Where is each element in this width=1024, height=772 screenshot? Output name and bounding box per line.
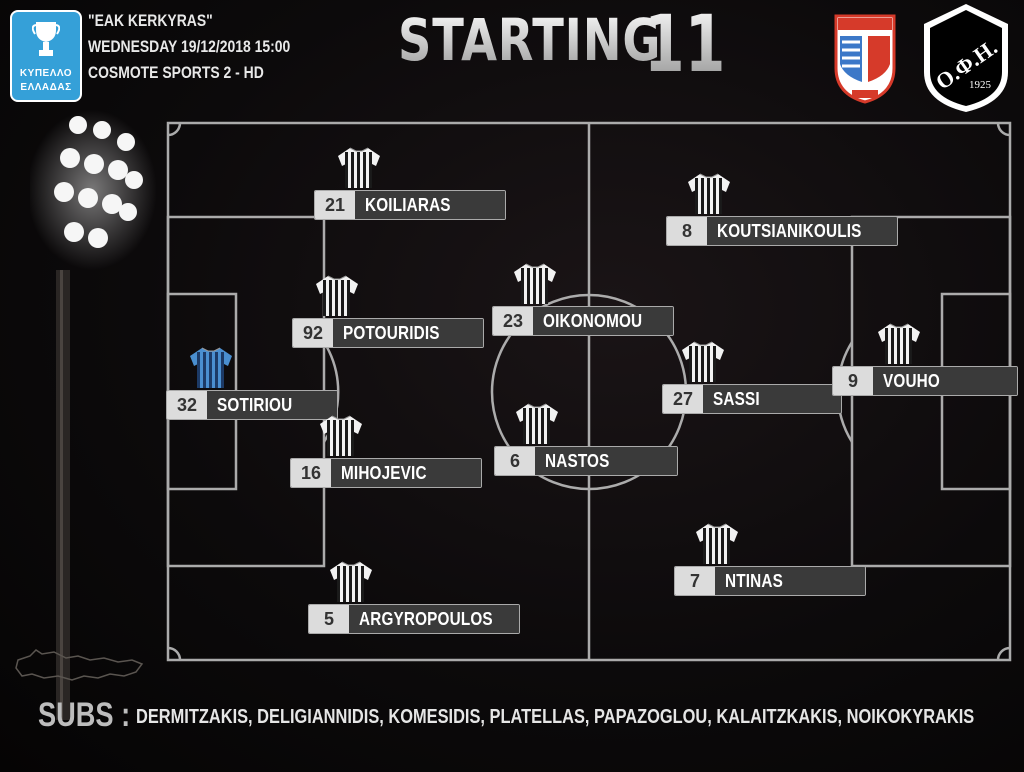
home-club-crest: [834, 14, 896, 104]
broadcast-channel: COSMOTE SPORTS 2 - HD: [88, 63, 264, 82]
title-word: STARTING: [398, 6, 662, 74]
jersey-icon: [314, 274, 360, 318]
player-tag: 9 VOUHO: [832, 366, 1018, 396]
player-name: SASSI: [713, 388, 760, 409]
player-name: KOILIARAS: [365, 194, 451, 215]
crete-map-outline: [15, 649, 144, 681]
player-tag: 7 NTINAS: [674, 566, 866, 596]
player-tag: 21 KOILIARAS: [314, 190, 506, 220]
player-number: 6: [495, 447, 535, 475]
player-tag: 6 NASTOS: [494, 446, 678, 476]
jersey-icon: [512, 262, 558, 306]
player-name: OIKONOMOU: [543, 310, 643, 331]
subs-label: SUBS :: [38, 696, 131, 734]
ofi-crest: Ο.Φ.Η. 1925: [924, 4, 1008, 112]
player-card: 32 SOTIRIOU: [166, 346, 366, 426]
page-title: STARTING 11: [398, 0, 727, 90]
player-card: 92 POTOURIDIS: [292, 274, 492, 354]
player-tag: 8 KOUTSIANIKOULIS: [666, 216, 898, 246]
player-tag: 27 SASSI: [662, 384, 842, 414]
player-card: 8 KOUTSIANIKOULIS: [666, 172, 898, 252]
player-number: 16: [291, 459, 331, 487]
match-datetime: WEDNESDAY 19/12/2018 15:00: [88, 37, 291, 56]
jersey-icon: [680, 340, 726, 384]
player-card: 21 KOILIARAS: [314, 146, 514, 226]
jersey-icon: [686, 172, 732, 216]
player-name: NTINAS: [725, 570, 783, 591]
player-name: NASTOS: [545, 450, 610, 471]
title-number: 11: [644, 0, 726, 90]
player-card: 27 SASSI: [662, 340, 862, 420]
jersey-icon: [328, 560, 374, 604]
player-number: 5: [309, 605, 349, 633]
player-number: 92: [293, 319, 333, 347]
player-card: 9 VOUHO: [832, 322, 1024, 402]
player-tag: 16 MIHOJEVIC: [290, 458, 482, 488]
player-number: 21: [315, 191, 355, 219]
player-card: 6 NASTOS: [494, 402, 694, 482]
trophy-icon: [32, 22, 60, 56]
player-tag: 23 OIKONOMOU: [492, 306, 674, 336]
jersey-icon: [318, 414, 364, 458]
player-card: 7 NTINAS: [674, 522, 874, 602]
match-info: "EAK KERKYRAS" WEDNESDAY 19/12/2018 15:0…: [88, 8, 335, 86]
subs-list: DERMITZAKIS, DELIGIANNIDIS, KOMESIDIS, P…: [136, 706, 975, 728]
jersey-icon: [336, 146, 382, 190]
player-tag: 92 POTOURIDIS: [292, 318, 484, 348]
player-name: SOTIRIOU: [217, 394, 293, 415]
player-name: KOUTSIANIKOULIS: [717, 220, 862, 241]
floodlight-image: [30, 110, 157, 720]
player-number: 9: [833, 367, 873, 395]
player-tag: 5 ARGYROPOULOS: [308, 604, 520, 634]
cup-logo-text-bottom: ΕΛΛΑΔΑΣ: [20, 82, 72, 93]
jersey-icon: [876, 322, 922, 366]
player-card: 16 MIHOJEVIC: [290, 414, 490, 494]
player-number: 23: [493, 307, 533, 335]
jersey-icon: [514, 402, 560, 446]
goalkeeper-jersey-icon: [188, 346, 234, 390]
player-number: 8: [667, 217, 707, 245]
player-name: POTOURIDIS: [343, 322, 440, 343]
ofi-crest-year: 1925: [969, 79, 992, 91]
player-number: 7: [675, 567, 715, 595]
player-card: 23 OIKONOMOU: [492, 262, 692, 342]
jersey-icon: [694, 522, 740, 566]
player-number: 32: [167, 391, 207, 419]
player-name: MIHOJEVIC: [341, 462, 427, 483]
player-tag: 32 SOTIRIOU: [166, 390, 338, 420]
player-name: ARGYROPOULOS: [359, 608, 493, 629]
greek-cup-logo: ΚΥΠΕΛΛΟ ΕΛΛΑΔΑΣ: [10, 10, 82, 102]
player-card: 5 ARGYROPOULOS: [308, 560, 520, 640]
player-name: VOUHO: [883, 370, 940, 391]
opponent-name: "EAK KERKYRAS": [88, 11, 213, 30]
substitutes: SUBS : DERMITZAKIS, DELIGIANNIDIS, KOMES…: [38, 696, 974, 735]
player-number: 27: [663, 385, 703, 413]
cup-logo-text-top: ΚΥΠΕΛΛΟ: [19, 68, 73, 79]
